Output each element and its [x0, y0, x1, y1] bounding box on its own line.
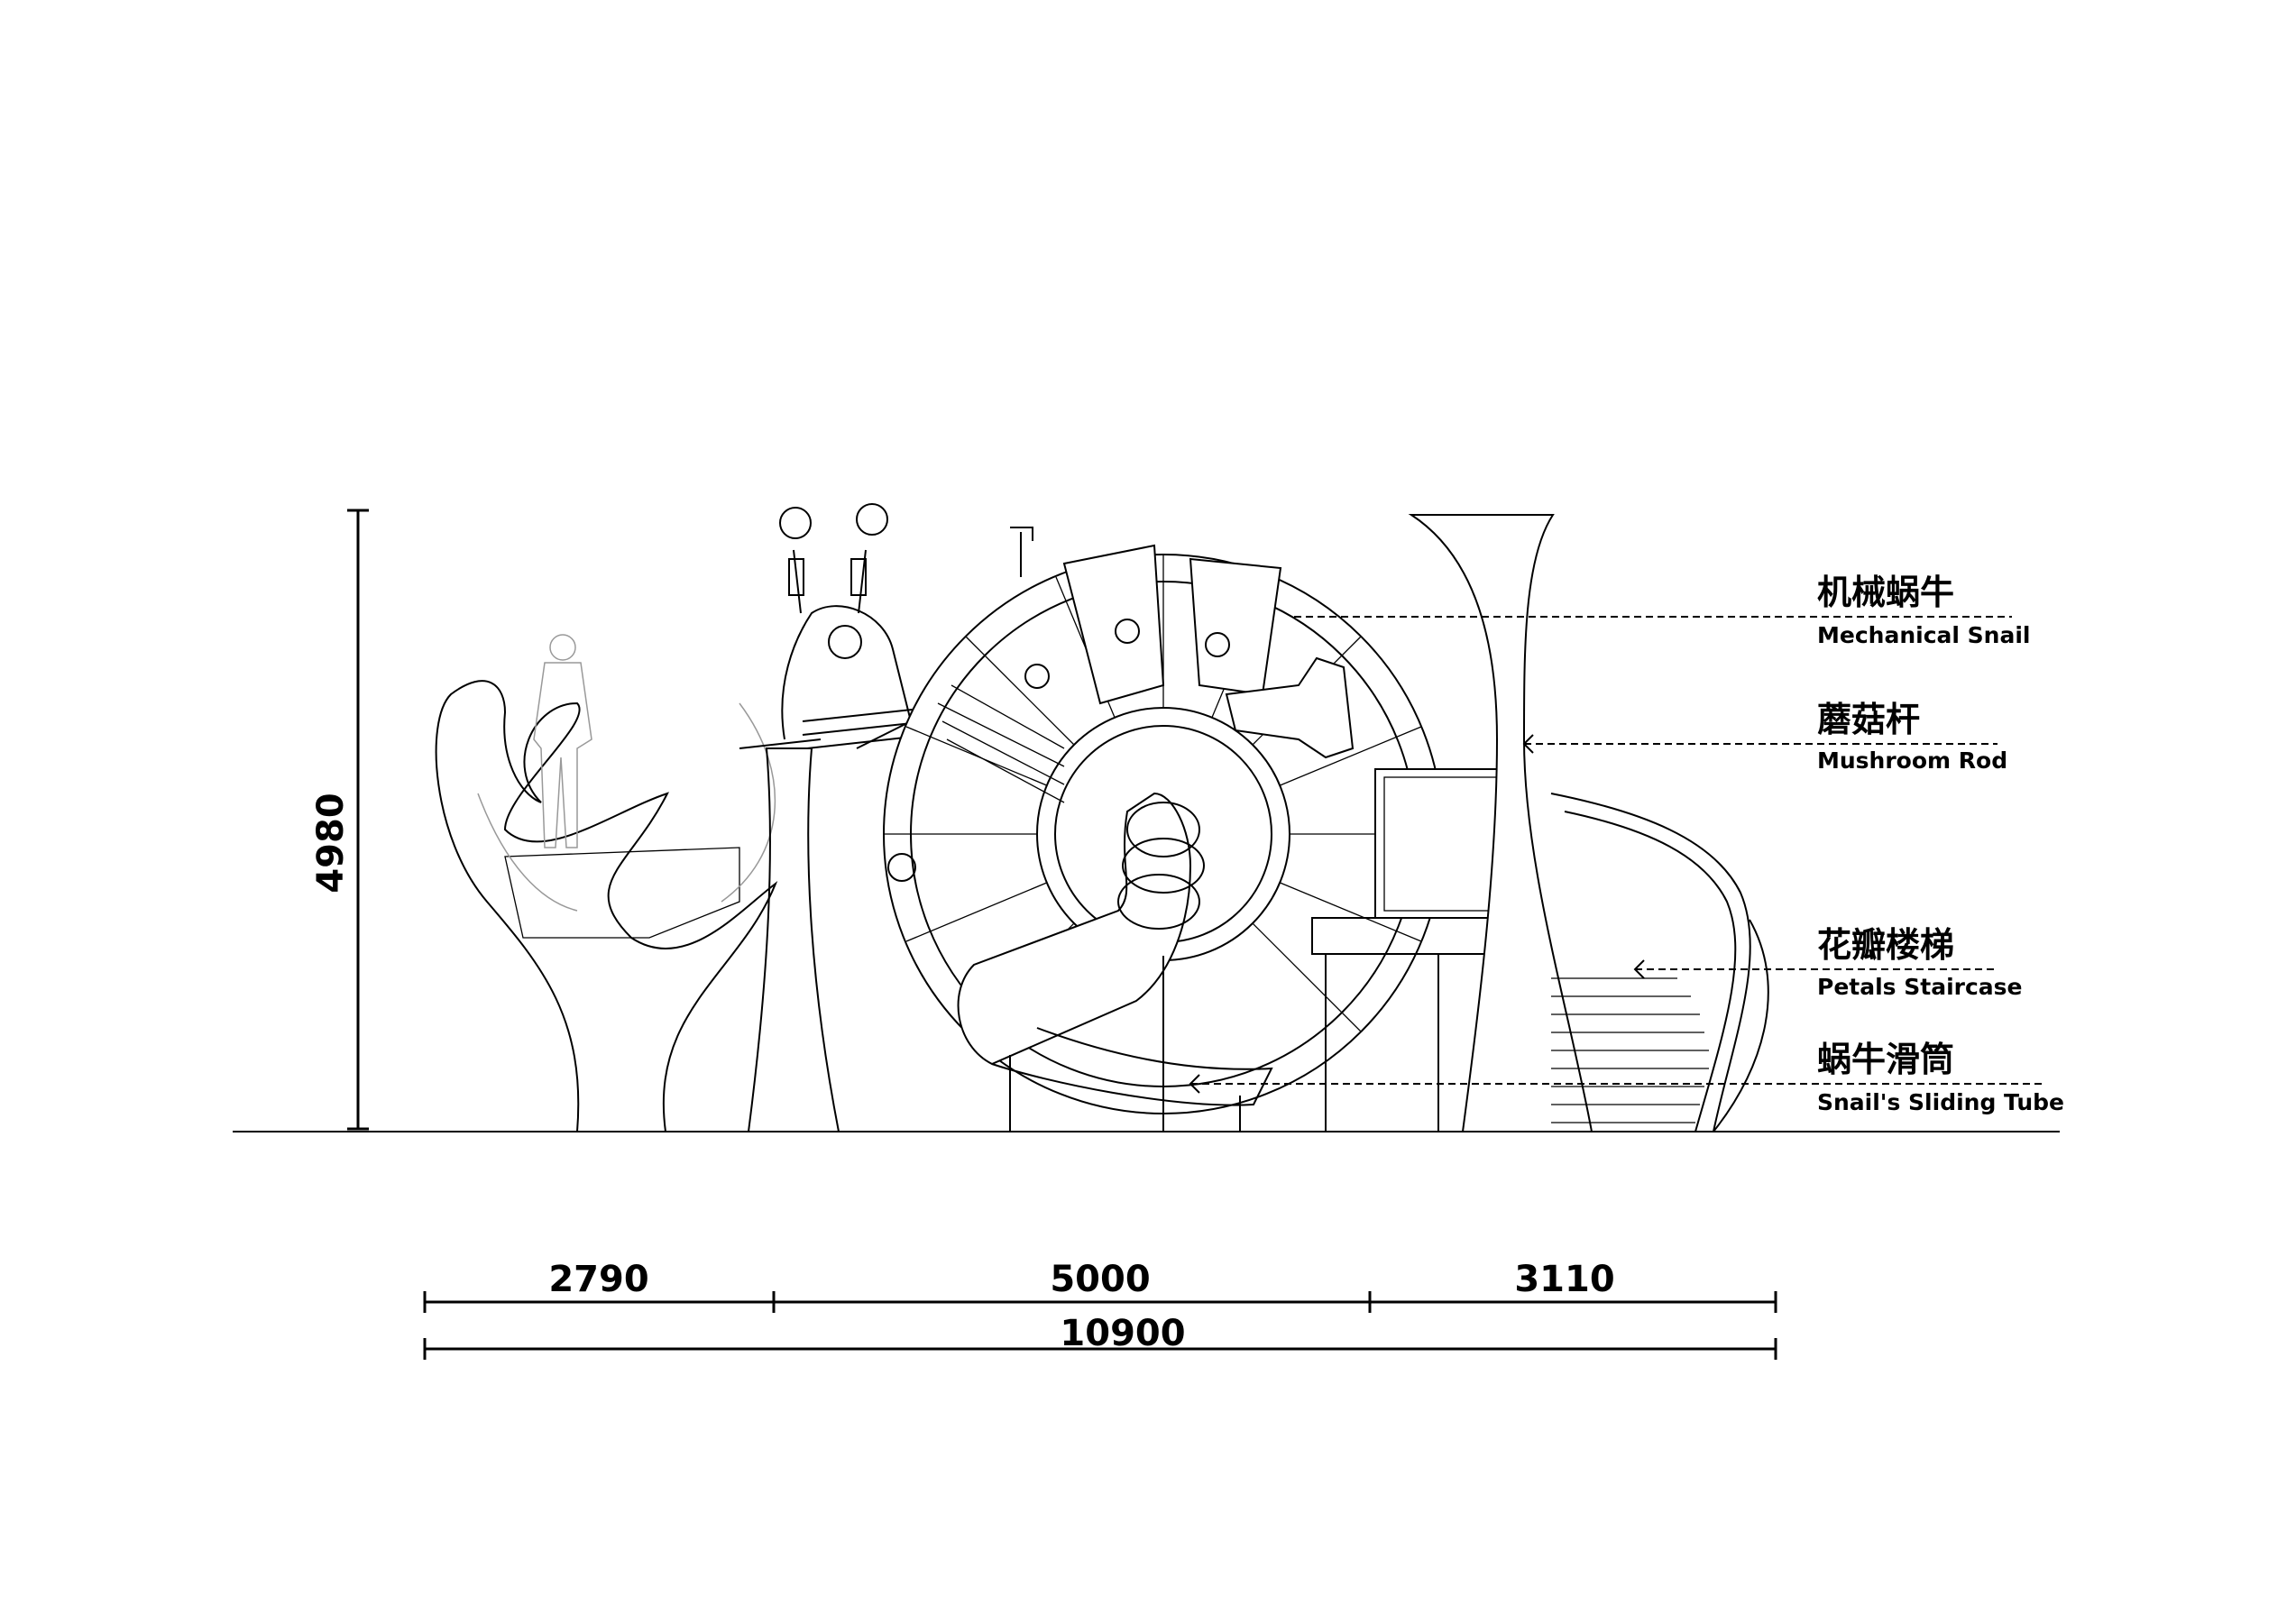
- label-en: Mechanical Snail: [1817, 622, 2030, 648]
- human-figure: [533, 634, 592, 848]
- label-en: Mushroom Rod: [1817, 747, 2007, 774]
- height-dimension-value: 4980: [310, 793, 352, 893]
- label-en: Snail's Sliding Tube: [1817, 1089, 2064, 1115]
- callout-petals-staircase: 花瓣楼梯 Petals Staircase: [1633, 925, 2023, 1000]
- segment-dimension-1: 2790: [548, 1259, 648, 1300]
- hand-sculpture: [435, 680, 778, 1132]
- callout-mushroom-rod: 蘑菇杆 Mushroom Rod: [1522, 700, 2007, 774]
- label-cn: 机械蜗牛: [1817, 573, 1954, 612]
- petals-staircase: [1550, 793, 1769, 1132]
- mushroom-rod: [1408, 514, 1593, 1132]
- width-dimensions: 2790 5000 3110 10900: [423, 1259, 1777, 1360]
- sliding-tube: [957, 792, 1273, 1132]
- callout-sliding-tube: 蜗牛滑筒 Snail's Sliding Tube: [1189, 1040, 2064, 1115]
- height-dimension: 4980: [310, 509, 369, 1131]
- label-cn: 蘑菇杆: [1817, 700, 1920, 739]
- label-cn: 蜗牛滑筒: [1817, 1040, 1954, 1079]
- callout-mechanical-snail: 机械蜗牛 Mechanical Snail: [1294, 573, 2030, 648]
- label-en: Petals Staircase: [1817, 974, 2023, 1000]
- segment-dimension-3: 3110: [1514, 1259, 1614, 1300]
- label-cn: 花瓣楼梯: [1817, 925, 1954, 965]
- total-dimension: 10900: [1060, 1313, 1185, 1354]
- segment-dimension-2: 5000: [1050, 1259, 1150, 1300]
